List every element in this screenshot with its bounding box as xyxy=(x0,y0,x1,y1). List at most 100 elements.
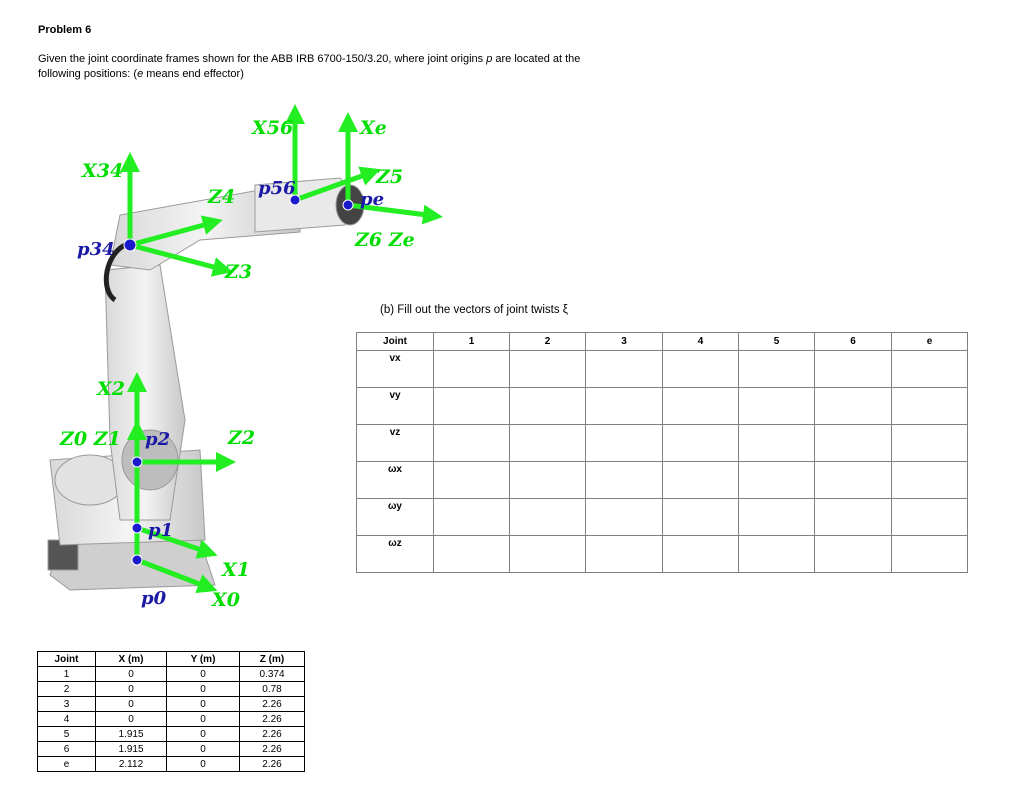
cell: 0 xyxy=(95,696,167,712)
column-header: 2 xyxy=(509,332,586,351)
cell: 0 xyxy=(166,681,240,697)
problem-title: Problem 6 xyxy=(38,24,92,36)
p1-label: p1 xyxy=(148,520,173,541)
robot-cable xyxy=(103,242,127,303)
cell: 0 xyxy=(95,681,167,697)
cell: 1 xyxy=(37,666,96,682)
answer-cell[interactable] xyxy=(433,498,510,536)
joint-twist-table: Joint 1 2 3 4 5 6 e vx vy vz ωx ωy ωz xyxy=(356,332,968,573)
table-row: ωz xyxy=(356,535,968,573)
answer-cell[interactable] xyxy=(738,424,815,462)
answer-cell[interactable] xyxy=(433,387,510,425)
cell: 2.26 xyxy=(239,741,305,757)
answer-cell[interactable] xyxy=(662,498,739,536)
row-label: ωz xyxy=(356,535,434,573)
z4-label: Z4 xyxy=(207,186,235,208)
answer-cell[interactable] xyxy=(814,498,892,536)
p34-dot xyxy=(123,238,137,252)
answer-cell[interactable] xyxy=(662,461,739,499)
answer-cell[interactable] xyxy=(509,424,586,462)
cell: 0 xyxy=(166,741,240,757)
answer-cell[interactable] xyxy=(585,350,663,388)
column-header: 4 xyxy=(662,332,739,351)
cell: 0 xyxy=(95,666,167,682)
table-row: vy xyxy=(356,387,968,425)
z6ze-arrow xyxy=(347,202,443,225)
answer-cell[interactable] xyxy=(509,461,586,499)
z5-label: Z5 xyxy=(375,166,403,188)
answer-cell[interactable] xyxy=(891,461,968,499)
answer-cell[interactable] xyxy=(738,461,815,499)
z6ze-label: Z6 Ze xyxy=(354,229,415,251)
answer-cell[interactable] xyxy=(738,350,815,388)
column-header: Joint xyxy=(356,332,434,351)
answer-cell[interactable] xyxy=(814,535,892,573)
answer-cell[interactable] xyxy=(738,498,815,536)
cell: 2.26 xyxy=(239,756,305,772)
answer-cell[interactable] xyxy=(509,535,586,573)
cell: 0 xyxy=(166,711,240,727)
answer-cell[interactable] xyxy=(891,350,968,388)
p2-label: p2 xyxy=(145,429,170,450)
joint-origins xyxy=(123,194,354,566)
column-header: Y (m) xyxy=(166,651,240,667)
row-label: ωy xyxy=(356,498,434,536)
answer-cell[interactable] xyxy=(662,535,739,573)
cell: 2.112 xyxy=(95,756,167,772)
z2-label: Z2 xyxy=(227,427,255,449)
cell: 2.26 xyxy=(239,726,305,742)
table-header-row: Joint X (m) Y (m) Z (m) xyxy=(37,651,305,667)
cell: 3 xyxy=(37,696,96,712)
answer-cell[interactable] xyxy=(891,424,968,462)
p34-label: p34 xyxy=(77,239,115,260)
answer-cell[interactable] xyxy=(433,350,510,388)
answer-cell[interactable] xyxy=(585,424,663,462)
answer-cell[interactable] xyxy=(814,424,892,462)
answer-cell[interactable] xyxy=(433,424,510,462)
answer-cell[interactable] xyxy=(509,387,586,425)
answer-cell[interactable] xyxy=(585,535,663,573)
answer-cell[interactable] xyxy=(433,461,510,499)
p56-label: p56 xyxy=(258,178,296,199)
answer-cell[interactable] xyxy=(662,424,739,462)
answer-cell[interactable] xyxy=(891,387,968,425)
answer-cell[interactable] xyxy=(509,498,586,536)
cell: 2.26 xyxy=(239,696,305,712)
answer-cell[interactable] xyxy=(585,461,663,499)
table-row: ωx xyxy=(356,461,968,499)
cell: 0 xyxy=(166,726,240,742)
p56-dot xyxy=(289,194,301,206)
cell: e xyxy=(37,756,96,772)
answer-cell[interactable] xyxy=(814,461,892,499)
column-header: Joint xyxy=(37,651,96,667)
answer-cell[interactable] xyxy=(891,498,968,536)
answer-cell[interactable] xyxy=(738,387,815,425)
cell: 5 xyxy=(37,726,96,742)
x1-arrow xyxy=(136,525,218,559)
answer-cell[interactable] xyxy=(814,387,892,425)
cell: 0 xyxy=(166,696,240,712)
table-row: vz xyxy=(356,424,968,462)
answer-cell[interactable] xyxy=(433,535,510,573)
table-header-row: Joint 1 2 3 4 5 6 e xyxy=(356,332,968,351)
answer-cell[interactable] xyxy=(814,350,892,388)
cell: 0 xyxy=(95,711,167,727)
table-row: ωy xyxy=(356,498,968,536)
answer-cell[interactable] xyxy=(585,387,663,425)
x0-label: X0 xyxy=(211,589,240,611)
answer-cell[interactable] xyxy=(585,498,663,536)
answer-cell[interactable] xyxy=(738,535,815,573)
answer-cell[interactable] xyxy=(509,350,586,388)
answer-cell[interactable] xyxy=(662,387,739,425)
x56-label: X56 xyxy=(251,117,293,139)
answer-cell[interactable] xyxy=(662,350,739,388)
p1-dot xyxy=(131,522,143,534)
x2-label: X2 xyxy=(96,378,125,400)
answer-cell[interactable] xyxy=(891,535,968,573)
column-header: 3 xyxy=(585,332,663,351)
